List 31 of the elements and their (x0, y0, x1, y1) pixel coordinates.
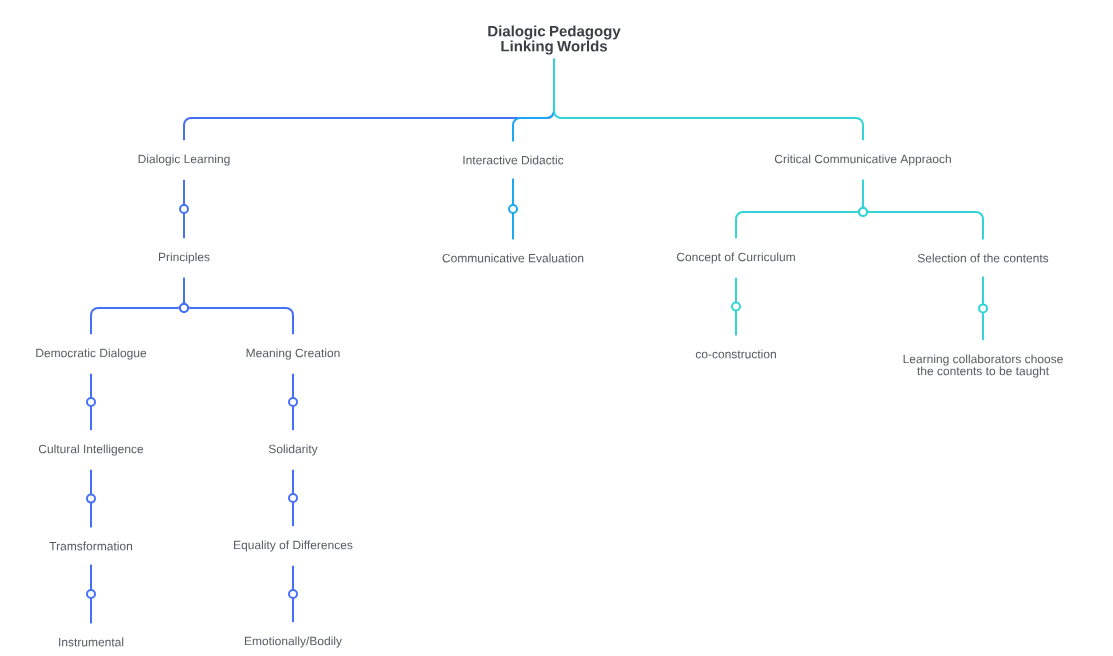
topic-label: Instrumental (59, 637, 124, 647)
connector-line (553, 57, 864, 142)
connector-line (86, 468, 96, 529)
connector-line (978, 275, 988, 342)
topic-label: Selection of the contents (917, 253, 1049, 263)
connector-line (288, 564, 298, 624)
topic-label: Learning collaborators choose the contents to be taught (903, 354, 1063, 378)
topic-label: Tramsformation (49, 541, 132, 551)
topic-label: Concept of Curriculum (676, 252, 795, 264)
connector-line (86, 372, 96, 432)
connector-line (179, 178, 189, 240)
topic-label: Democratic Dialogue (36, 348, 147, 360)
connector-line (288, 372, 298, 432)
topic-label: Dialogic Learning (138, 154, 230, 166)
connector-line (508, 177, 518, 241)
topic-label: Solidarity (268, 444, 318, 456)
topic-label: co-construction (695, 349, 776, 359)
title-text: Dialogic Pedagogy Linking Worlds (488, 25, 621, 55)
topic-label: Critical Communicative Appraoch (774, 154, 951, 166)
connector-line (288, 468, 298, 528)
topic-label: Equality of Differences (234, 540, 353, 552)
connector-line (731, 276, 741, 337)
topic-label: Emotionally/Bodily (244, 636, 342, 648)
connector-line (179, 276, 294, 336)
connector-line (86, 563, 96, 625)
topic-label: Interactive Didactic (463, 155, 564, 165)
connector-line (858, 178, 984, 241)
topic-label: Communicative Evaluation (442, 253, 584, 263)
topic-label: Cultural Intelligence (38, 444, 144, 456)
topic-label: Principles (159, 252, 210, 264)
topic-label: Meaning Creation (246, 348, 340, 360)
